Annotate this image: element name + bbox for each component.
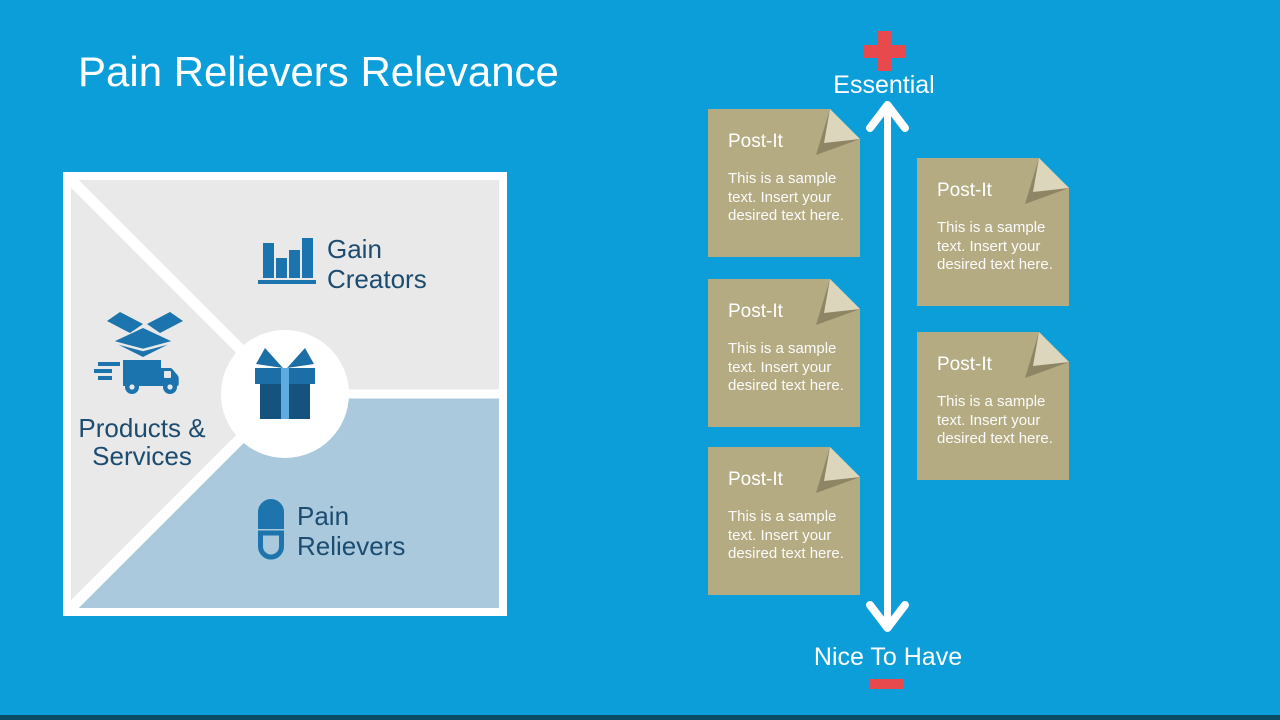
minus-icon bbox=[870, 679, 904, 689]
arrow-up-icon bbox=[866, 101, 909, 132]
pain-relievers-area bbox=[71, 394, 499, 608]
nice-to-have-label: Nice To Have bbox=[813, 643, 963, 671]
value-map-diagram: Gain Creators Products & Services bbox=[63, 172, 507, 616]
post-it-title: Post-It bbox=[937, 180, 992, 201]
essential-label: Essential bbox=[833, 71, 935, 99]
footer-bar bbox=[0, 715, 1280, 720]
post-it-note: Post-It This is a sample text. Insert yo… bbox=[708, 279, 860, 427]
pill-capsule-icon bbox=[258, 499, 284, 560]
post-it-note: Post-It This is a sample text. Insert yo… bbox=[917, 158, 1069, 306]
post-it-title: Post-It bbox=[728, 131, 783, 152]
pain-relievers-label-line1: Pain bbox=[297, 501, 349, 531]
bar-chart-icon bbox=[258, 238, 316, 284]
shipping-box-icon bbox=[107, 312, 183, 357]
gift-icon bbox=[255, 348, 315, 419]
post-it-body: This is a sample text. Insert your desir… bbox=[728, 508, 844, 562]
post-it-title: Post-It bbox=[728, 301, 783, 322]
delivery-truck-icon bbox=[94, 360, 179, 394]
gain-creators-label-line1: Gain bbox=[327, 234, 382, 264]
products-services-label-line1: Products & bbox=[78, 413, 205, 443]
folded-corner-icon bbox=[824, 279, 860, 313]
folded-corner-icon bbox=[824, 109, 860, 143]
gain-creators-label-line2: Creators bbox=[327, 264, 427, 294]
plus-icon bbox=[863, 31, 905, 71]
post-it-body: This is a sample text. Insert your desir… bbox=[728, 170, 844, 224]
post-it-note: Post-It This is a sample text. Insert yo… bbox=[708, 109, 860, 257]
post-it-title: Post-It bbox=[937, 354, 992, 375]
relevance-axis-arrow bbox=[857, 96, 918, 641]
post-it-body: This is a sample text. Insert your desir… bbox=[937, 393, 1053, 447]
post-it-body: This is a sample text. Insert your desir… bbox=[937, 219, 1053, 273]
post-it-body: This is a sample text. Insert your desir… bbox=[728, 340, 844, 394]
folded-corner-icon bbox=[1033, 332, 1069, 366]
arrow-down-icon bbox=[866, 601, 909, 632]
folded-corner-icon bbox=[1033, 158, 1069, 192]
pain-relievers-label-line2: Relievers bbox=[297, 531, 405, 561]
post-it-note: Post-It This is a sample text. Insert yo… bbox=[708, 447, 860, 595]
products-services-label-line2: Services bbox=[92, 441, 192, 471]
folded-corner-icon bbox=[824, 447, 860, 481]
post-it-note: Post-It This is a sample text. Insert yo… bbox=[917, 332, 1069, 480]
post-it-title: Post-It bbox=[728, 469, 783, 490]
slide-title: Pain Relievers Relevance bbox=[78, 48, 559, 95]
